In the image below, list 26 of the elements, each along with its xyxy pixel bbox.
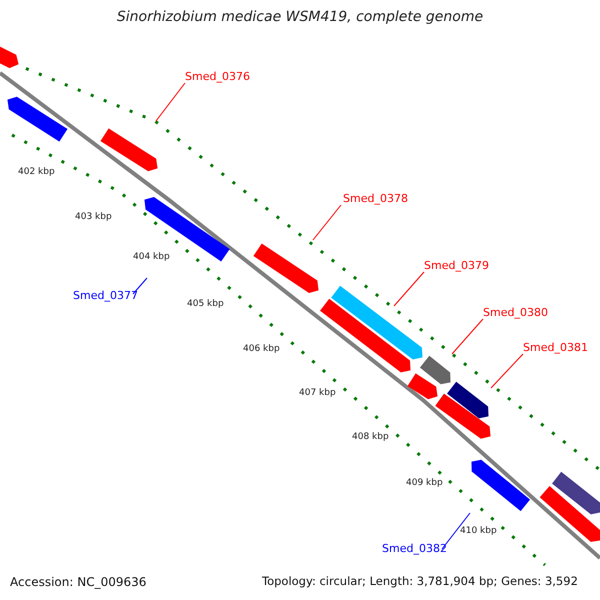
leader-line (132, 278, 148, 294)
scale-label: 409 kbp (406, 479, 443, 488)
gene-label: Smed_0380 (483, 307, 548, 318)
gene-label: Smed_0382 (382, 543, 447, 554)
gene-label: Smed_0381 (523, 342, 588, 353)
scale-label: 403 kbp (75, 213, 112, 222)
leader-line (394, 272, 424, 306)
gene-label: Smed_0377 (73, 290, 138, 301)
leader-line (490, 354, 524, 388)
leader-line (156, 82, 186, 122)
gene-label: Smed_0379 (424, 260, 489, 271)
scale-label: 408 kbp (352, 433, 389, 442)
scale-label: 410 kbp (460, 527, 497, 536)
scale-label: 405 kbp (187, 300, 224, 309)
leader-line (452, 318, 484, 354)
leader-line (312, 204, 342, 240)
gene-label: Smed_0376 (185, 71, 250, 82)
scale-label: 407 kbp (299, 389, 336, 398)
gene-label: Smed_0378 (343, 193, 408, 204)
leader-line (442, 512, 470, 550)
title: Sinorhizobium medicae WSM419, complete genome (116, 10, 484, 24)
scale-label: 404 kbp (133, 253, 170, 262)
accession-text: Accession: NC_009636 (10, 576, 146, 588)
scale-label: 402 kbp (18, 168, 55, 177)
scale-label: 406 kbp (243, 345, 280, 354)
genome-info-text: Topology: circular; Length: 3,781,904 bp; Genes: 3,592 (262, 576, 578, 588)
